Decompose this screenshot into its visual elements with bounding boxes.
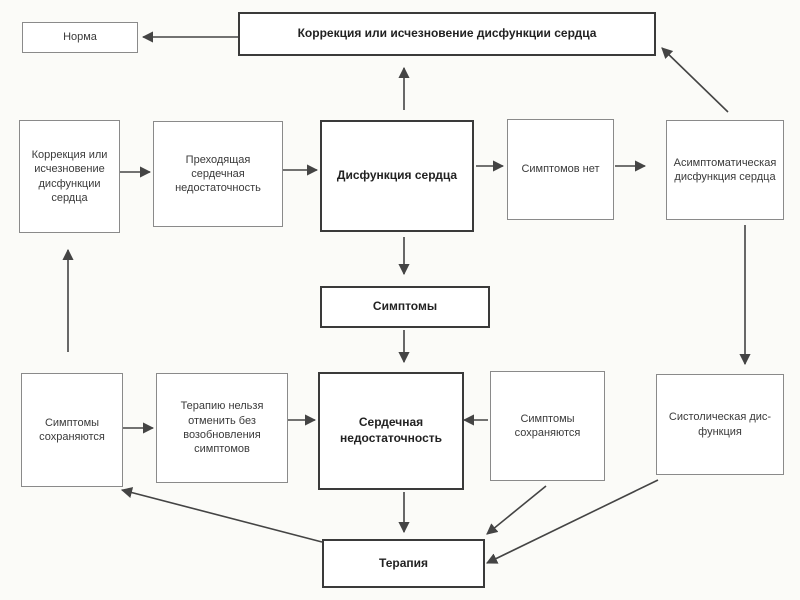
correction-left-label: Коррекция или исчезновение дисфункции се… — [31, 148, 108, 204]
symptoms-persist-left-box: Симптомы сохраняются — [21, 373, 123, 487]
therapy-cannot-stop-box: Терапию нельзя отменить без возобновлени… — [156, 373, 288, 483]
heart-failure-box: Сердечная недостаточность — [318, 372, 464, 490]
heart-failure-label: Сердечная недостаточность — [340, 415, 442, 445]
therapy-label: Терапия — [378, 555, 429, 570]
systolic-box: Систолическая дис-функция — [656, 374, 784, 475]
correction-top-label: Коррекция или исчезновение дисфункции се… — [297, 26, 597, 41]
transient-hf-label: Преходящая сердечная недостаточность — [175, 153, 261, 195]
correction-top-box: Коррекция или исчезновение дисфункции се… — [238, 12, 656, 56]
no-symptoms-label: Симптомов нет — [521, 163, 600, 176]
norm-label: Норма — [63, 31, 97, 44]
arrow-asymptomatic-to-correction — [661, 47, 729, 113]
transient-hf-box: Преходящая сердечная недостаточность — [153, 121, 283, 227]
norm-box: Норма — [22, 22, 138, 53]
arrow-therapy-to-persist-left — [120, 487, 323, 543]
therapy-cannot-stop-label: Терапию нельзя отменить без возобновлени… — [180, 400, 264, 456]
symptoms-persist-left-label: Симптомы сохраняются — [39, 416, 105, 443]
symptoms-persist-right-label: Симптомы сохраняются — [514, 412, 581, 439]
symptoms-persist-right-box: Симптомы сохраняются — [490, 371, 605, 481]
arrow-systolic-to-therapy — [485, 479, 659, 564]
asymptomatic-label: Асимптоматическая дисфункция сердца — [673, 156, 777, 183]
asymptomatic-box: Асимптоматическая дисфункция сердца — [666, 120, 784, 220]
dysfunction-label: Дисфункция сердца — [336, 168, 458, 183]
dysfunction-box: Дисфункция сердца — [320, 120, 474, 232]
symptoms-box: Симптомы — [320, 286, 490, 328]
symptoms-label: Симптомы — [372, 299, 438, 314]
systolic-label: Систолическая дис-функция — [668, 411, 772, 438]
therapy-box: Терапия — [322, 539, 485, 588]
correction-left-box: Коррекция или исчезновение дисфункции се… — [19, 120, 120, 233]
arrow-persist-right-to-therapy — [486, 485, 547, 535]
no-symptoms-box: Симптомов нет — [507, 119, 614, 220]
